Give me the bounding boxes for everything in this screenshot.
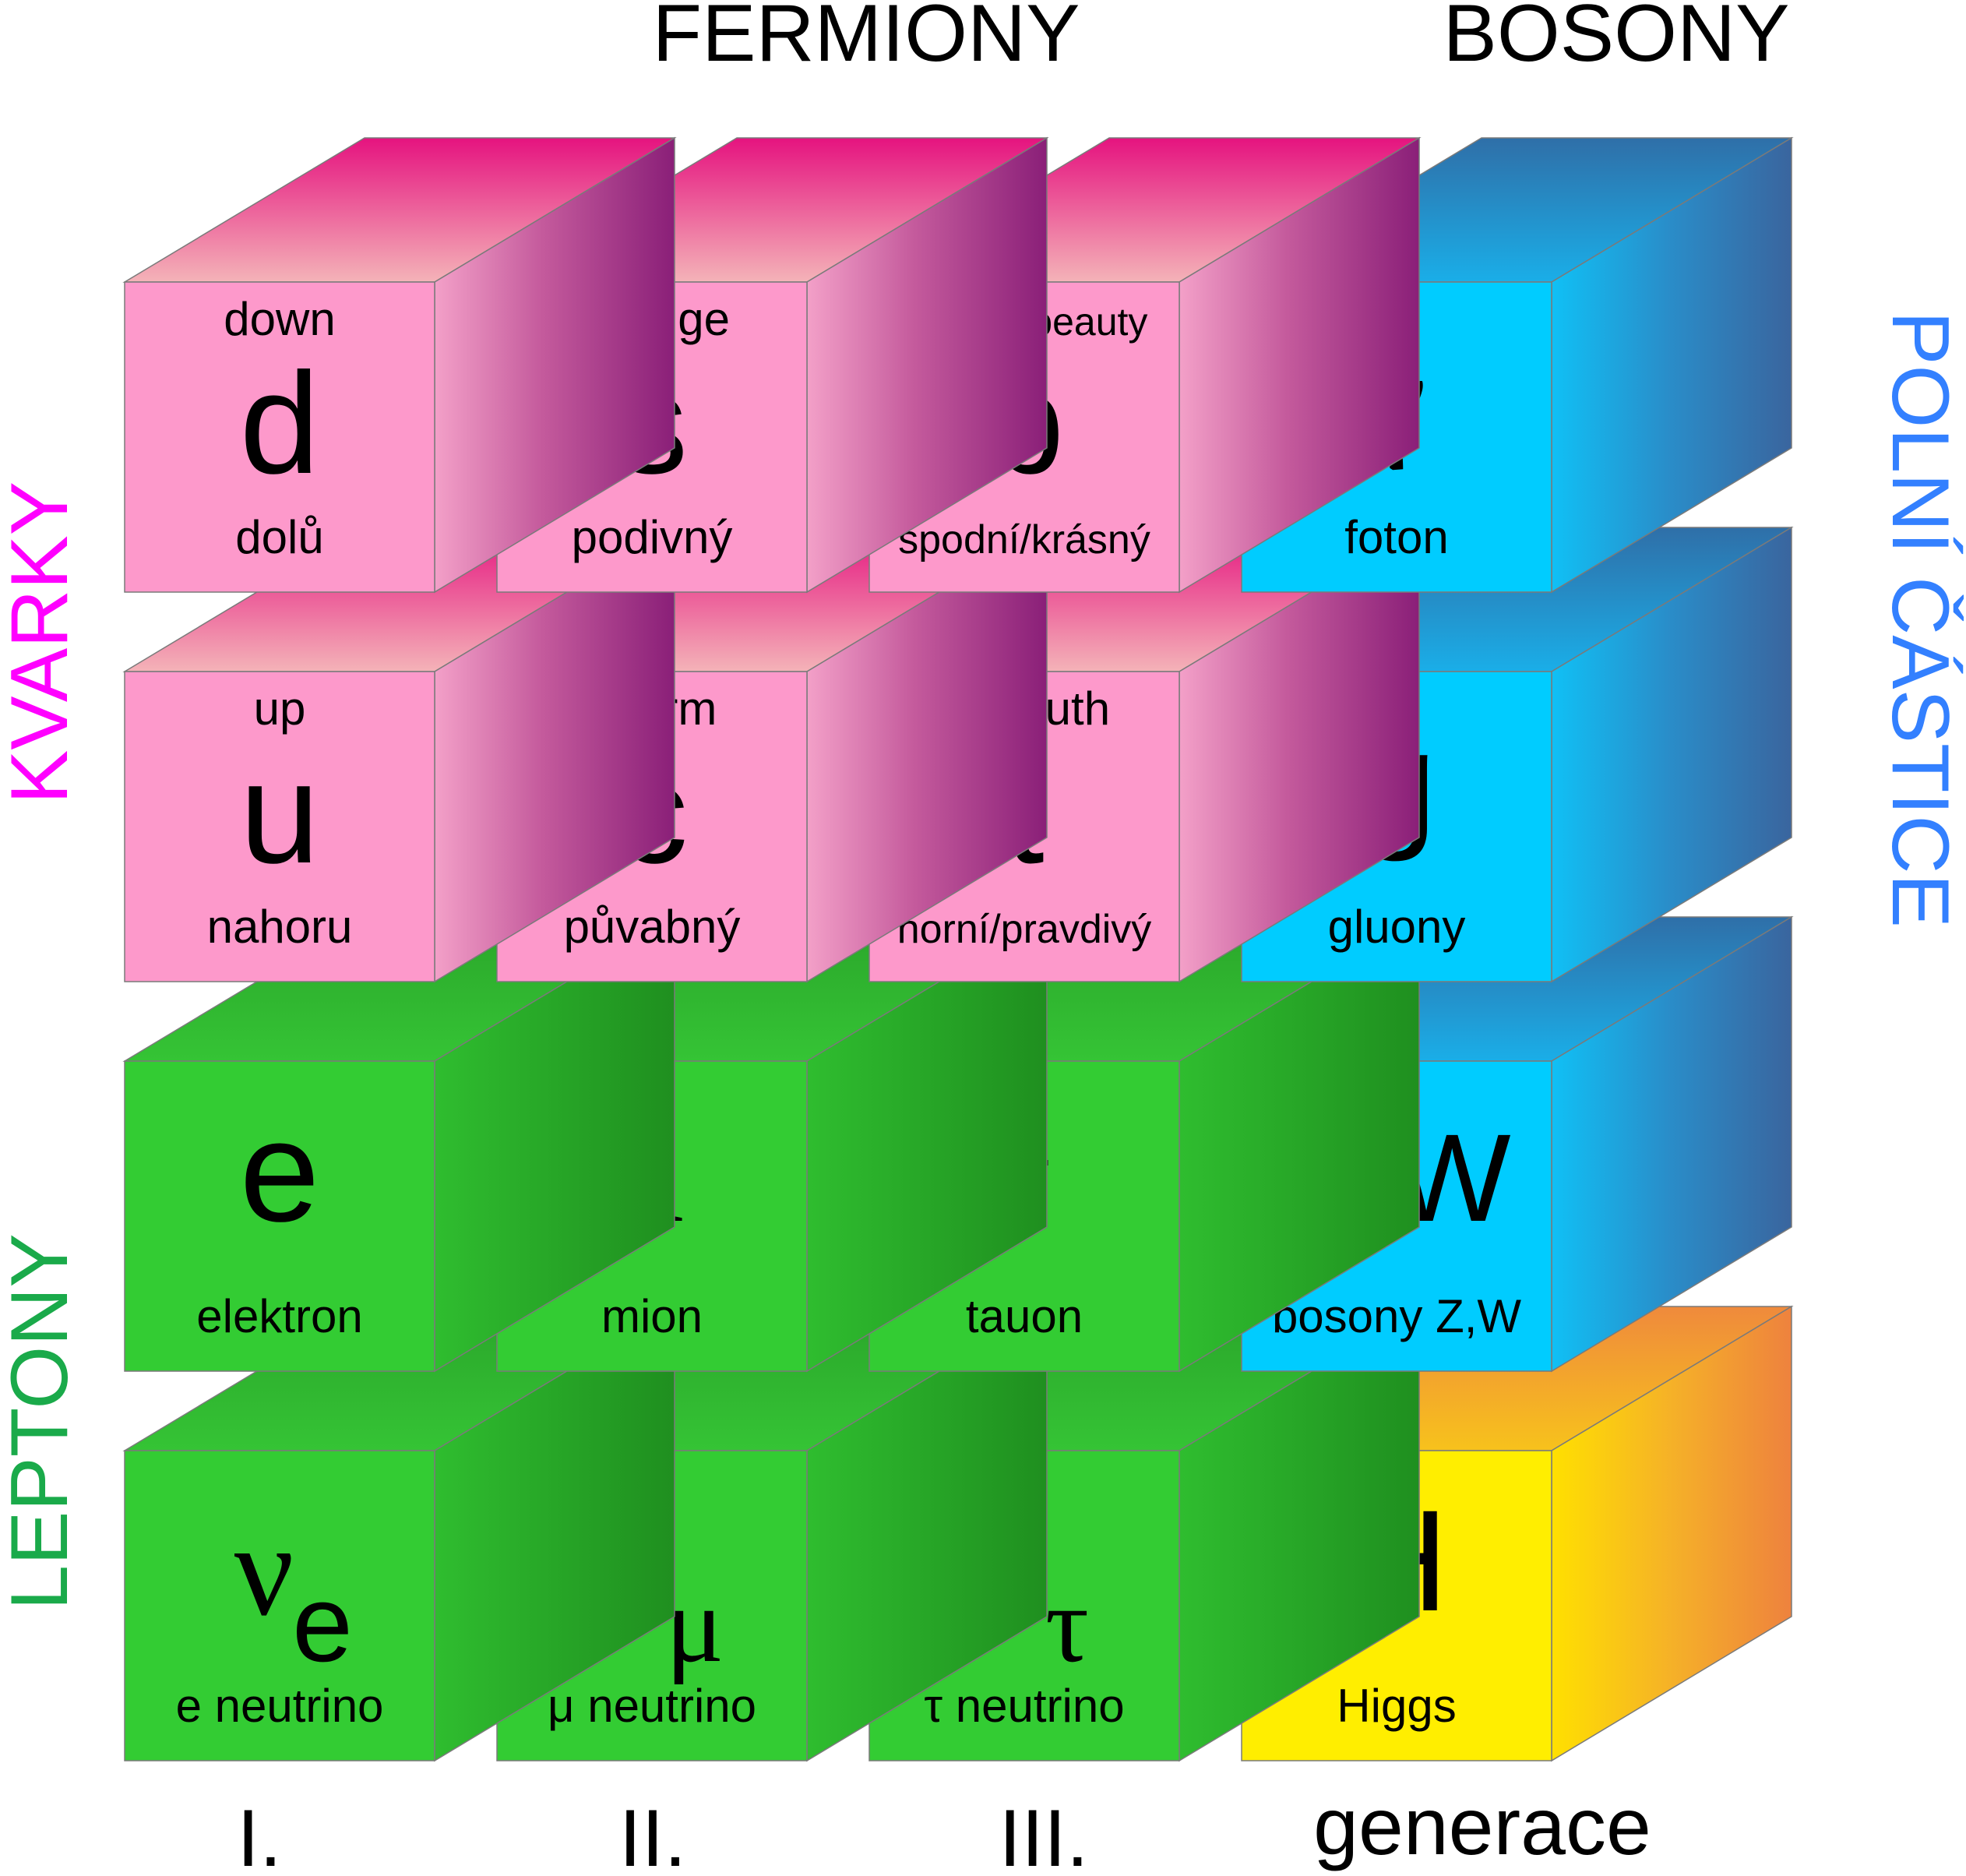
leptons-label: LEPTONY (0, 1233, 85, 1610)
cube-up: upu nahoru (122, 526, 677, 983)
generation-word: generace (1313, 1782, 1651, 1872)
generation-label-1: I. (237, 1793, 282, 1876)
particle-symbol: u (240, 733, 320, 894)
particle-czech-name: bosony Z,W (1272, 1290, 1521, 1342)
fermions-header: FERMIONY (653, 0, 1080, 79)
particle-czech-name: tauon (966, 1290, 1083, 1342)
particle-czech-name: gluony (1328, 901, 1466, 953)
cube-front-face (124, 1060, 435, 1372)
particle-czech-name: elektron (196, 1290, 362, 1342)
generation-label-3: III. (999, 1793, 1089, 1876)
bosons-header: BOSONY (1443, 0, 1790, 79)
particle-english-name: down (224, 293, 335, 345)
particle-czech-name: μ neutrino (548, 1680, 756, 1732)
particle-symbol-subscript: τ (1045, 1564, 1089, 1685)
particle-czech-name: nahoru (207, 901, 353, 953)
field-particles-label: POLNÍ ČÁSTICE (1875, 311, 1965, 928)
particle-symbol-subscript: e (292, 1562, 353, 1684)
particle-czech-name: e neutrino (176, 1680, 384, 1732)
particle-symbol: d (240, 344, 320, 504)
particle-symbol: e (240, 1091, 320, 1252)
particle-czech-name: dolů (235, 511, 323, 563)
particle-symbol: ν (234, 1497, 294, 1643)
particle-czech-name: půvabný (564, 901, 741, 953)
particle-czech-name: horní/pravdivý (897, 907, 1152, 952)
particle-czech-name: foton (1344, 511, 1448, 563)
particle-czech-name: spodní/krásný (898, 517, 1150, 562)
generation-label-2: II. (619, 1793, 687, 1876)
particle-czech-name: mion (601, 1290, 703, 1342)
quarks-label: KVARKY (0, 481, 85, 804)
cube-nu-e: νee neutrino (122, 1305, 677, 1762)
cube-front-face (124, 1450, 435, 1761)
cube-front-face (124, 671, 435, 982)
cube-front-face (124, 281, 435, 593)
particle-czech-name: podivný (572, 511, 733, 563)
particle-symbol-subscript: μ (665, 1564, 724, 1685)
particle-czech-name: τ neutrino (924, 1680, 1124, 1732)
particle-czech-name: Higgs (1337, 1680, 1456, 1732)
particle-english-name: up (254, 682, 306, 735)
